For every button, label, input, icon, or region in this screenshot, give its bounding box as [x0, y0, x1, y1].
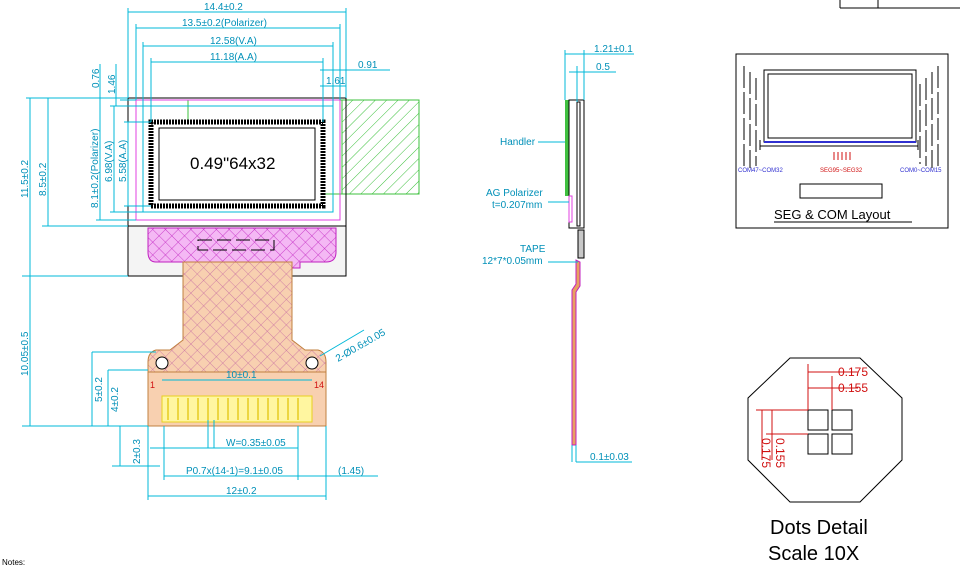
dim-hole-dia: 2-Ø0.6±0.05: [334, 327, 388, 365]
dots-title-2: Scale 10X: [768, 543, 859, 565]
title-block-fragment: [839, 0, 960, 9]
layout-seg: SEG95~SEG32: [820, 168, 863, 174]
active-area-inner: [158, 127, 316, 201]
dots-title-1: Dots Detail: [770, 517, 868, 539]
side-dims: [538, 50, 634, 463]
dim-height-polarizer: 8.1±0.2(Polarizer): [90, 129, 101, 208]
dim-pitch: P0.7x(14-1)=9.1±0.05: [186, 466, 283, 477]
dim-076: 0.76: [91, 68, 102, 88]
dots-d3: 0.155: [773, 438, 787, 468]
display-label: 0.49"64x32: [190, 154, 275, 173]
ic-area: [197, 239, 275, 251]
dim-height-va: 6.98(V.A): [104, 141, 115, 182]
dim-width-aa: 11.18(A.A): [210, 52, 257, 63]
side-handler-label: Handler: [500, 137, 536, 148]
hole-left: [155, 356, 169, 370]
dots-detail: 0.175 0.155 0.155 0.175 Dots Detail Scal…: [747, 357, 903, 565]
layout-com-right: COM0~COM15: [900, 168, 942, 174]
side-glass-inner: [576, 101, 581, 227]
dim-width-overall: 14.4±0.2: [204, 2, 243, 13]
dim-fpc-width: 12±0.2: [226, 486, 257, 497]
side-handler: [565, 100, 569, 196]
bonding-area: [147, 227, 337, 269]
dim-fpc-2: 2±0.3: [132, 439, 143, 464]
seg-com-layout: COM47~COM32 SEG95~SEG32 COM0~COM15 SEG &…: [735, 53, 949, 229]
dim-width-va: 12.58(V.A): [210, 36, 257, 47]
side-polarizer-thk: 0.5: [596, 62, 610, 73]
side-ag-polarizer-1: AG Polarizer: [486, 188, 543, 199]
pin-last-label: 14: [314, 380, 324, 390]
dim-hole-span: 10±0.1: [226, 370, 257, 381]
layout-com-left: COM47~COM32: [738, 168, 784, 174]
dim-161: 1.61: [326, 76, 346, 87]
pin-first-label: 1: [150, 380, 155, 390]
dim-146: 1.46: [107, 74, 118, 94]
dims-top: [127, 8, 390, 122]
side-fpc: [571, 259, 581, 446]
dims-left: [22, 64, 151, 427]
dim-091: 0.91: [358, 60, 378, 71]
front-view: 0.49"64x32 1 14: [20, 2, 420, 500]
side-tape-1: TAPE: [520, 244, 546, 255]
dim-fpc-5: 5±0.2: [94, 377, 105, 402]
dots-d1: 0.175: [838, 365, 868, 379]
dim-height-total: 11.5±0.2: [20, 159, 31, 198]
hole-right: [305, 356, 319, 370]
side-fpc-thk: 0.1±0.03: [590, 452, 629, 463]
dim-height-fpc: 10.05±0.5: [20, 331, 31, 376]
dim-pin-width: W=0.35±0.05: [226, 438, 286, 449]
side-thickness: 1.21±0.1: [594, 44, 633, 55]
side-ag-polarizer-2: t=0.207mm: [492, 200, 542, 211]
dots-d4: 0.175: [759, 438, 773, 468]
dim-edge-145: (1.45): [338, 466, 364, 477]
polarizer-outline: [135, 99, 341, 221]
notes-label: Notes:: [2, 558, 26, 567]
dots-d2: 0.155: [838, 381, 868, 395]
side-view: 1.21±0.1 0.5 Handler AG Polarizer t=0.20…: [482, 44, 634, 463]
fpc-contacts: [161, 395, 313, 423]
layout-title: SEG & COM Layout: [774, 207, 891, 222]
side-tape-2: 12*7*0.05mm: [482, 256, 543, 267]
side-tape: [577, 229, 585, 259]
dim-width-polarizer: 13.5±0.2(Polarizer): [182, 18, 267, 29]
tape-area: [341, 99, 420, 195]
va-outline: [142, 105, 334, 213]
dim-height-aa: 5.58(A.A): [118, 140, 129, 182]
dims-fpc: [91, 329, 378, 500]
dim-height-glass: 8.5±0.2: [38, 162, 49, 196]
side-polarizer: [568, 195, 573, 223]
dim-fpc-4: 4±0.2: [110, 387, 121, 412]
